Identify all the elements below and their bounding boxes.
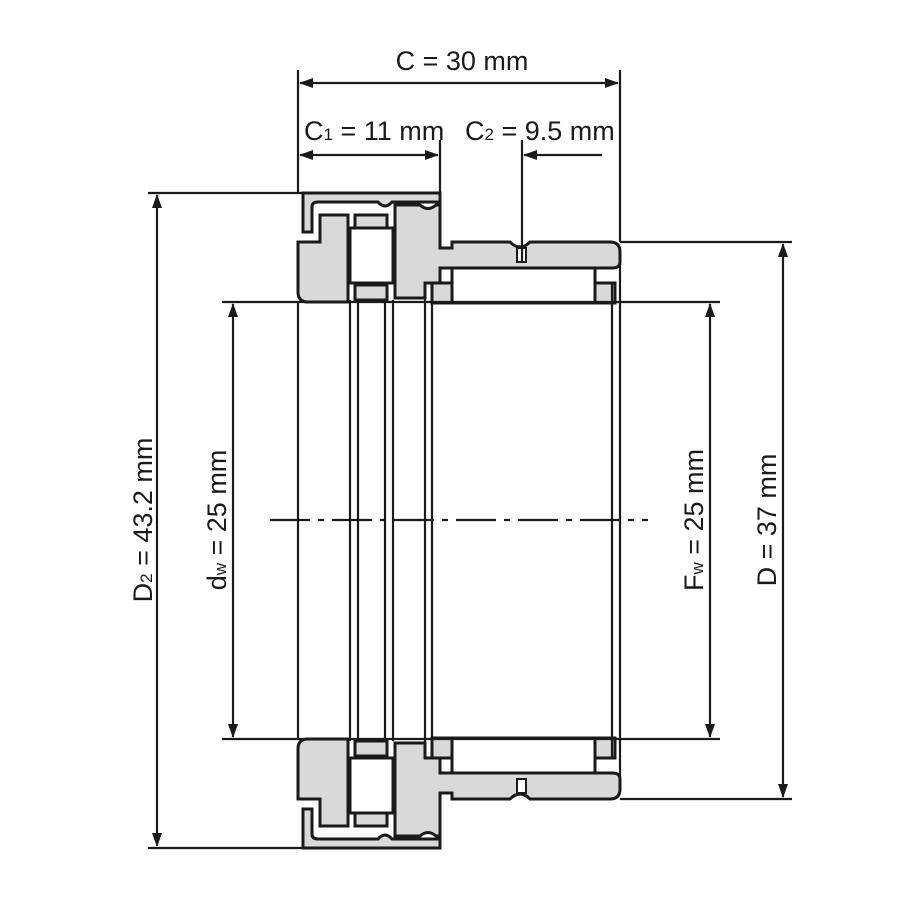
lower-section <box>146 736 794 850</box>
label-C1: C1 = 11 mm <box>304 116 444 146</box>
label-C: C = 30 mm <box>396 46 529 76</box>
label-dw: dw = 25 mm <box>202 450 232 591</box>
upper-section <box>146 191 794 305</box>
label-Fw: Fw = 25 mm <box>679 449 709 591</box>
label-C2: C2 = 9.5 mm <box>465 116 615 146</box>
label-D: D = 37 mm <box>752 454 782 587</box>
label-D2: D2 = 43.2 mm <box>128 438 158 603</box>
